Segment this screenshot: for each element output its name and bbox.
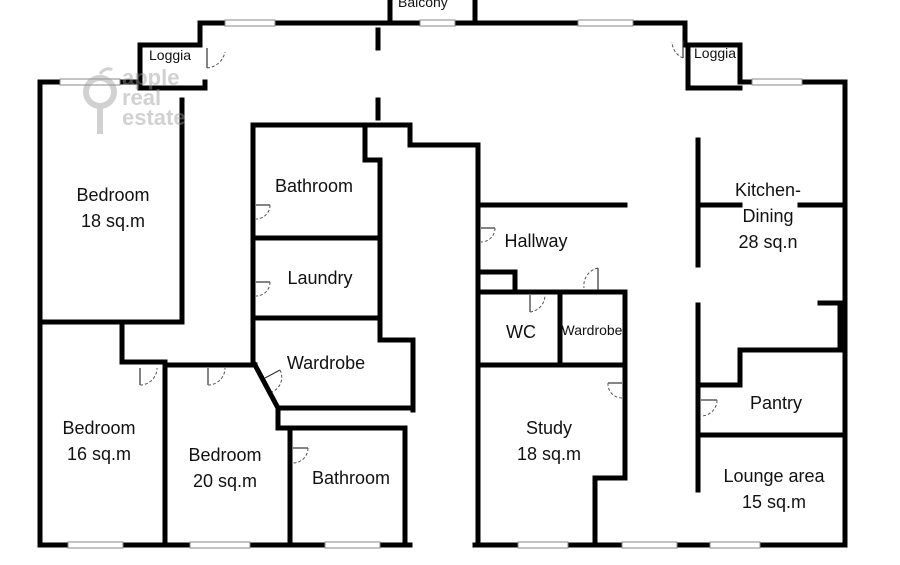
room-name: Study	[525, 418, 573, 438]
room-label-pantry: Pantry	[749, 393, 803, 413]
room-label-study: Study 18 sq.m	[517, 415, 581, 467]
room-area: 28 sq.n	[738, 232, 798, 252]
windows	[59, 19, 803, 549]
room-name: Kitchen-	[734, 180, 802, 200]
interior-walls	[37, 27, 848, 548]
room-area: 20 sq.m	[192, 471, 258, 491]
watermark-text: apple real estate	[122, 65, 202, 130]
room-area: 18 sq.m	[80, 211, 146, 231]
watermark-logo: apple real estate	[82, 66, 202, 146]
room-label-bedroom-20: Bedroom 20 sq.m	[188, 442, 261, 494]
room-name: Bedroom	[76, 185, 150, 205]
watermark-key-icon	[83, 67, 117, 134]
room-label-laundry: Laundry	[287, 268, 353, 288]
room-label-wardrobe-2: Wardrobe	[561, 322, 623, 338]
room-name: Bedroom	[188, 445, 262, 465]
room-name: Lounge area	[723, 466, 825, 486]
room-name: Bedroom	[62, 418, 136, 438]
room-label-bedroom-18: Bedroom 18 sq.m	[76, 182, 149, 234]
room-area: 16 sq.m	[66, 444, 132, 464]
room-name: Dining	[742, 206, 794, 226]
room-label-wc: WC	[506, 322, 536, 342]
watermark-line: apple	[122, 65, 180, 90]
room-label-kitchen-dining: Kitchen- Dining 28 sq.n	[735, 177, 801, 255]
room-label-loggia-left: Loggia	[149, 47, 192, 63]
room-label-bedroom-16: Bedroom 16 sq.m	[62, 415, 135, 467]
room-area: 18 sq.m	[516, 444, 582, 464]
doors	[139, 40, 718, 464]
room-label-bathroom-2: Bathroom	[311, 468, 391, 488]
room-label-hallway: Hallway	[504, 231, 568, 251]
room-label-wardrobe-1: Wardrobe	[286, 353, 366, 373]
watermark-line: real	[122, 85, 162, 110]
room-area: 15 sq.m	[741, 492, 807, 512]
room-label-bathroom-1: Bathroom	[274, 176, 354, 196]
room-label-lounge-area: Lounge area 15 sq.m	[723, 463, 824, 515]
watermark-line: estate	[122, 105, 186, 130]
room-label-balcony: Balcony	[398, 0, 448, 10]
room-label-loggia-right: Loggia	[694, 45, 737, 61]
